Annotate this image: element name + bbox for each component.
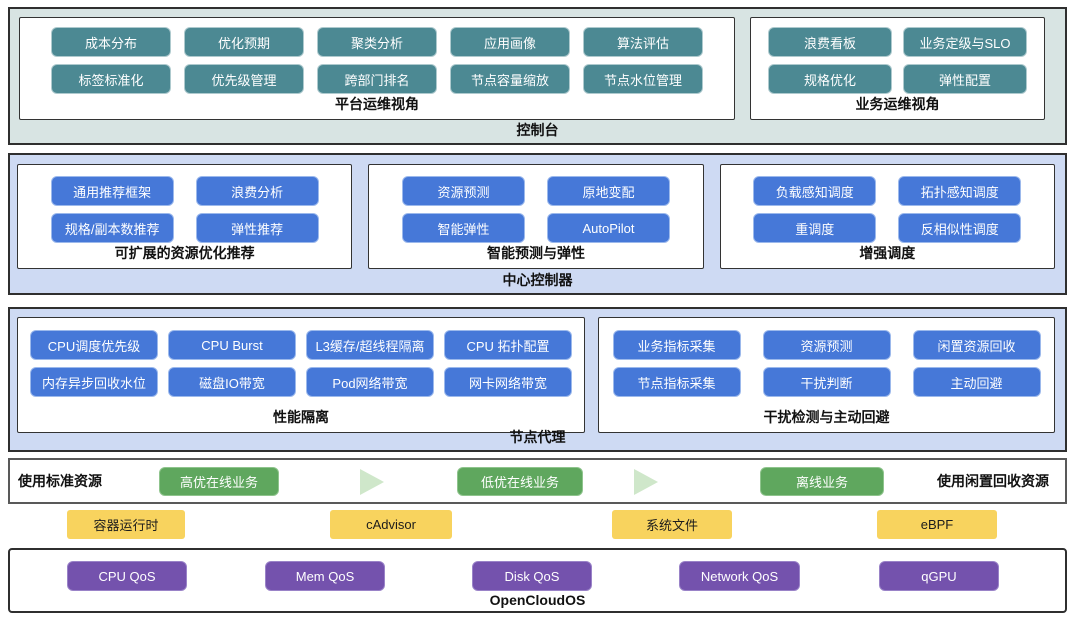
agent-chip: CPU 拓扑配置 (444, 330, 572, 360)
collector-chip: cAdvisor (330, 510, 452, 539)
os-label: OpenCloudOS (489, 592, 586, 608)
console-chip: 算法评估 (583, 27, 703, 57)
workload-chip: 低优在线业务 (457, 467, 583, 496)
agent-chip: 主动回避 (912, 367, 1041, 397)
agent-chip-grid: CPU调度优先级 CPU Burst L3缓存/超线程隔离 CPU 拓扑配置 内… (18, 330, 584, 397)
platform-chip-grid: 成本分布 优化预期 聚类分析 应用画像 算法评估 标签标准化 优先级管理 跨部门… (20, 27, 734, 94)
business-view-label: 业务运维视角 (855, 96, 940, 112)
agent-chip: 内存异步回收水位 (30, 367, 158, 397)
business-view-panel: 浪费看板 业务定级与SLO 规格优化 弹性配置 业务运维视角 (750, 17, 1045, 120)
controller-chip: 反相似性调度 (898, 213, 1022, 243)
qos-chip: Mem QoS (265, 561, 385, 591)
business-chip-grid: 浪费看板 业务定级与SLO 规格优化 弹性配置 (751, 27, 1044, 94)
controller-chip-grid: 通用推荐框架 浪费分析 规格/副本数推荐 弹性推荐 (18, 176, 351, 243)
console-chip: 标签标准化 (51, 64, 171, 94)
controller-chip: AutoPilot (546, 213, 670, 243)
console-chip: 业务定级与SLO (903, 27, 1027, 57)
performance-isolation-panel: CPU调度优先级 CPU Burst L3缓存/超线程隔离 CPU 拓扑配置 内… (17, 317, 585, 433)
agent-chip: Pod网络带宽 (306, 367, 434, 397)
agent-chip: 资源预测 (762, 330, 891, 360)
qos-chip: Network QoS (679, 561, 800, 591)
collector-row: 容器运行时 cAdvisor 系统文件 eBPF (0, 510, 1080, 540)
qos-chip: qGPU (879, 561, 999, 591)
central-controller-section: 通用推荐框架 浪费分析 规格/副本数推荐 弹性推荐 可扩展的资源优化推荐 资源预… (8, 153, 1067, 295)
controller-chip: 拓扑感知调度 (898, 176, 1022, 206)
controller-chip: 重调度 (753, 213, 877, 243)
controller-chip-grid: 资源预测 原地变配 智能弹性 AutoPilot (369, 176, 702, 243)
console-section-label: 控制台 (516, 122, 559, 138)
agent-chip: 节点指标采集 (612, 367, 741, 397)
agent-chip: 磁盘IO带宽 (168, 367, 296, 397)
agent-chip: 闲置资源回收 (912, 330, 1041, 360)
agent-chip: 网卡网络带宽 (444, 367, 572, 397)
agent-chip: 干扰判断 (762, 367, 891, 397)
os-section: CPU QoS Mem QoS Disk QoS Network QoS qGP… (8, 548, 1067, 613)
console-chip: 跨部门排名 (317, 64, 437, 94)
central-controller-label: 中心控制器 (502, 272, 573, 288)
interference-detection-label: 干扰检测与主动回避 (763, 409, 890, 425)
agent-chip-grid: 业务指标采集 资源预测 闲置资源回收 节点指标采集 干扰判断 主动回避 (599, 330, 1054, 397)
console-chip: 优先级管理 (184, 64, 304, 94)
controller-chip: 智能弹性 (401, 213, 525, 243)
controller-chip: 原地变配 (546, 176, 670, 206)
controller-chip: 通用推荐框架 (50, 176, 174, 206)
idle-resource-label: 使用闲置回收资源 (937, 473, 1049, 489)
interference-detection-panel: 业务指标采集 资源预测 闲置资源回收 节点指标采集 干扰判断 主动回避 干扰检测… (598, 317, 1055, 433)
workload-chip: 离线业务 (760, 467, 884, 496)
resource-optimization-panel: 通用推荐框架 浪费分析 规格/副本数推荐 弹性推荐 可扩展的资源优化推荐 (17, 164, 353, 269)
console-chip: 优化预期 (184, 27, 304, 57)
platform-view-label: 平台运维视角 (335, 96, 419, 112)
workload-flow-row: 使用标准资源 高优在线业务 低优在线业务 离线业务 使用闲置回收资源 (8, 458, 1067, 504)
flow-arrow-icon (634, 469, 658, 495)
platform-view-panel: 成本分布 优化预期 聚类分析 应用画像 算法评估 标签标准化 优先级管理 跨部门… (19, 17, 735, 120)
console-chip: 规格优化 (768, 64, 892, 94)
prediction-elasticity-panel: 资源预测 原地变配 智能弹性 AutoPilot 智能预测与弹性 (368, 164, 704, 269)
prediction-elasticity-label: 智能预测与弹性 (486, 245, 585, 261)
console-section: 成本分布 优化预期 聚类分析 应用画像 算法评估 标签标准化 优先级管理 跨部门… (8, 7, 1067, 145)
console-chip: 聚类分析 (317, 27, 437, 57)
agent-panels: CPU调度优先级 CPU Burst L3缓存/超线程隔离 CPU 拓扑配置 内… (17, 317, 1055, 433)
controller-chip-grid: 负载感知调度 拓扑感知调度 重调度 反相似性调度 (721, 176, 1054, 243)
performance-isolation-label: 性能隔离 (273, 409, 329, 425)
flow-arrow-icon (360, 469, 384, 495)
console-chip: 应用画像 (450, 27, 570, 57)
collector-chip: eBPF (877, 510, 997, 539)
qos-chip: CPU QoS (67, 561, 187, 591)
standard-resource-label: 使用标准资源 (18, 473, 102, 489)
enhanced-scheduling-panel: 负载感知调度 拓扑感知调度 重调度 反相似性调度 增强调度 (719, 164, 1055, 269)
node-agent-section: CPU调度优先级 CPU Burst L3缓存/超线程隔离 CPU 拓扑配置 内… (8, 307, 1067, 452)
agent-chip: CPU Burst (168, 330, 296, 360)
enhanced-scheduling-label: 增强调度 (859, 245, 916, 261)
agent-chip: CPU调度优先级 (30, 330, 158, 360)
resource-optimization-label: 可扩展的资源优化推荐 (114, 245, 255, 261)
controller-chip: 浪费分析 (195, 176, 319, 206)
collector-chip: 容器运行时 (67, 510, 185, 539)
console-chip: 浪费看板 (768, 27, 892, 57)
controller-panels: 通用推荐框架 浪费分析 规格/副本数推荐 弹性推荐 可扩展的资源优化推荐 资源预… (17, 164, 1055, 269)
controller-chip: 资源预测 (401, 176, 525, 206)
qos-chip: Disk QoS (472, 561, 592, 591)
console-chip: 节点水位管理 (583, 64, 703, 94)
console-chip: 弹性配置 (903, 64, 1027, 94)
collector-chip: 系统文件 (612, 510, 732, 539)
workload-chip: 高优在线业务 (159, 467, 279, 496)
controller-chip: 负载感知调度 (753, 176, 877, 206)
agent-chip: 业务指标采集 (612, 330, 741, 360)
node-agent-label: 节点代理 (509, 429, 566, 445)
console-chip: 成本分布 (51, 27, 171, 57)
agent-chip: L3缓存/超线程隔离 (306, 330, 434, 360)
console-chip: 节点容量缩放 (450, 64, 570, 94)
controller-chip: 规格/副本数推荐 (50, 213, 174, 243)
controller-chip: 弹性推荐 (195, 213, 319, 243)
